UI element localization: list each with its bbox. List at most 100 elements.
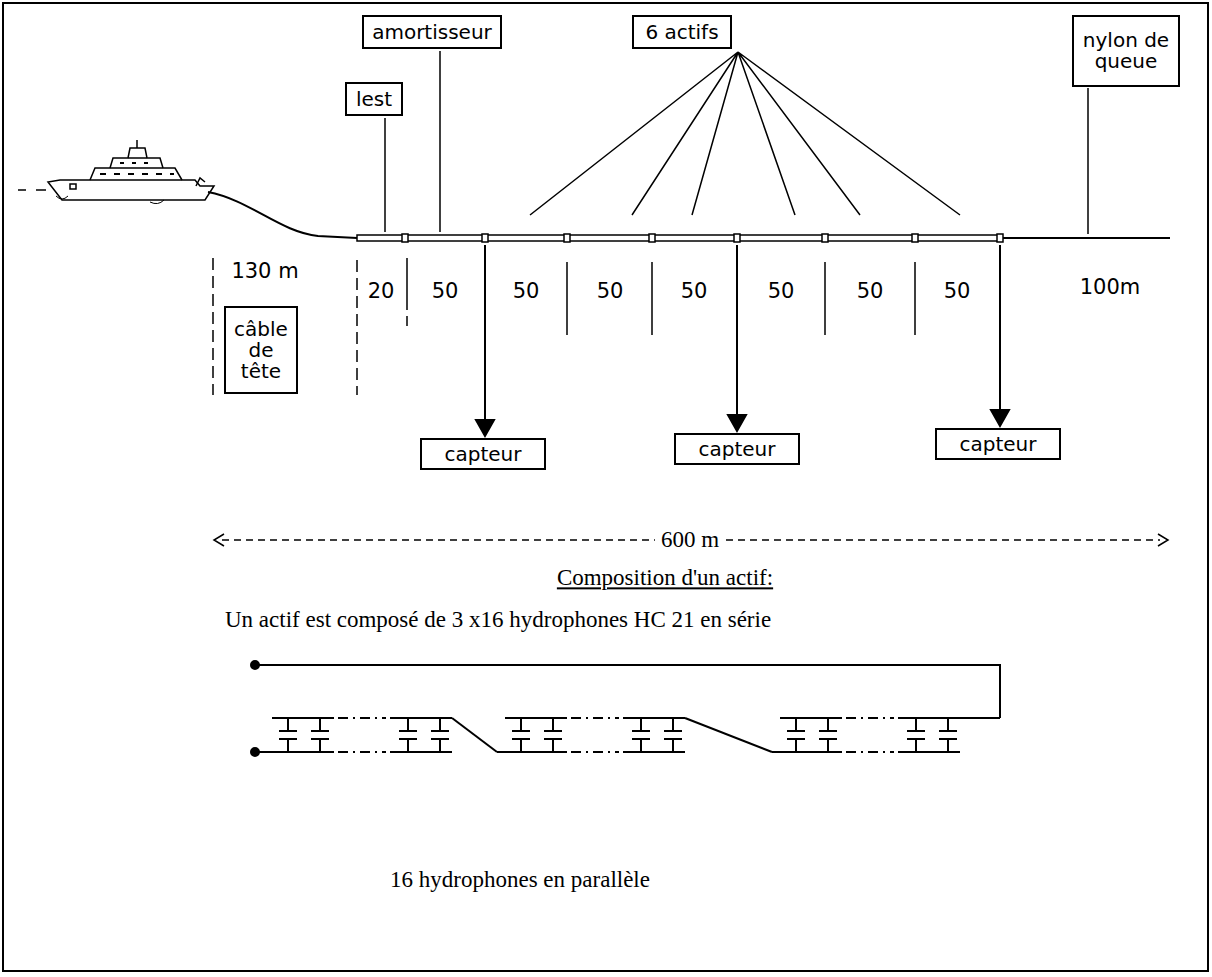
length-label: 100m	[1080, 276, 1141, 299]
box-text: lest	[352, 89, 396, 110]
label-box: lest	[345, 82, 403, 116]
wire	[672, 739, 674, 752]
wire	[338, 751, 386, 753]
wire	[338, 717, 386, 719]
wire	[827, 739, 829, 752]
length-label: 50	[681, 280, 708, 303]
wire	[571, 751, 619, 753]
length-label: 50	[768, 280, 795, 303]
wire	[623, 751, 685, 753]
label-box: câble de tête	[224, 306, 298, 394]
wire	[520, 739, 522, 752]
length-label: 130 m	[231, 260, 298, 283]
wire	[319, 718, 321, 731]
description: Un actif est composé de 3 x16 hydrophone…	[225, 607, 771, 632]
wire	[780, 717, 842, 719]
wire	[632, 730, 650, 732]
wire	[947, 739, 949, 752]
length-label: 50	[513, 280, 540, 303]
wire	[664, 730, 682, 732]
wire	[287, 718, 289, 731]
hydrophone-schematic	[251, 661, 1000, 756]
head-cable	[208, 192, 357, 238]
wire	[795, 739, 797, 752]
wire	[390, 751, 452, 753]
wire	[287, 739, 289, 752]
wire	[780, 751, 842, 753]
wire	[512, 730, 530, 732]
length-label: 50	[597, 280, 624, 303]
tail-nylon	[1003, 237, 1170, 239]
wire	[672, 718, 674, 731]
label-box: nylon de queue	[1072, 15, 1180, 87]
wire	[915, 739, 917, 752]
label-box: amortisseur	[362, 15, 502, 49]
wire	[544, 730, 562, 732]
wire	[623, 717, 685, 719]
wire	[255, 751, 272, 753]
wire	[439, 739, 441, 752]
wire	[505, 751, 567, 753]
wire	[907, 730, 925, 732]
label-box: 6 actifs	[632, 15, 732, 49]
wire	[279, 730, 297, 732]
wire	[552, 739, 554, 752]
wire	[915, 718, 917, 731]
wire	[685, 718, 772, 752]
wire	[947, 718, 949, 731]
wire	[399, 730, 417, 732]
wire	[497, 751, 505, 753]
wire	[939, 730, 957, 732]
wire	[272, 717, 334, 719]
wire	[311, 730, 329, 732]
length-label: 50	[944, 280, 971, 303]
section-heading: Composition d'un actif:	[557, 565, 773, 590]
streamer-sections	[357, 234, 1003, 242]
frame	[3, 3, 1208, 971]
wire	[640, 739, 642, 752]
box-text: amortisseur	[369, 22, 495, 43]
label-box: capteur	[674, 433, 800, 465]
box-text: 6 actifs	[639, 22, 725, 43]
wire	[319, 739, 321, 752]
wire	[390, 717, 452, 719]
box-text: nylon de queue	[1079, 30, 1173, 72]
box-text: capteur	[942, 434, 1054, 455]
wire	[960, 717, 1000, 719]
label-box: capteur	[935, 428, 1061, 460]
length-label: 20	[368, 280, 395, 303]
total-length: 600 m	[655, 527, 725, 552]
wire	[787, 730, 805, 732]
wire	[407, 718, 409, 731]
wire	[552, 718, 554, 731]
wire	[505, 717, 567, 719]
wire	[272, 751, 334, 753]
box-text: capteur	[427, 444, 539, 465]
schematic-caption: 16 hydrophones en parallèle	[390, 867, 650, 892]
wire	[571, 717, 619, 719]
wire	[795, 718, 797, 731]
length-label: 50	[857, 280, 884, 303]
length-label: 50	[432, 280, 459, 303]
wire	[898, 717, 960, 719]
wire	[827, 718, 829, 731]
ship	[48, 140, 214, 204]
sensor-arrows	[476, 245, 1009, 436]
wire	[846, 751, 894, 753]
wire	[452, 718, 497, 752]
label-box: capteur	[420, 438, 546, 470]
wire	[819, 730, 837, 732]
box-text: câble de tête	[231, 319, 291, 382]
leader-lines	[385, 51, 1088, 234]
wire	[772, 751, 780, 753]
wire	[520, 718, 522, 731]
box-text: capteur	[681, 439, 793, 460]
wire	[439, 718, 441, 731]
dimension-dividers	[213, 258, 915, 395]
wire	[640, 718, 642, 731]
wire	[431, 730, 449, 732]
wire	[898, 751, 960, 753]
wire	[846, 717, 894, 719]
